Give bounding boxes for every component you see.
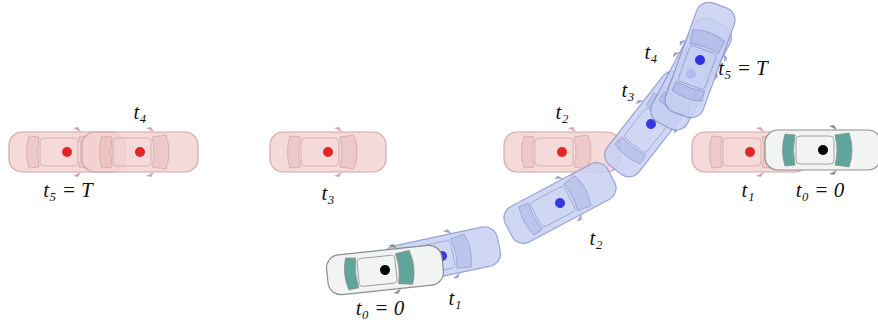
- car-rear-window: [100, 136, 113, 168]
- position-dot: [135, 147, 145, 157]
- car-rear-window: [288, 136, 301, 168]
- car-rear-window: [783, 134, 796, 166]
- car-mirror: [756, 127, 764, 177]
- time-label: t₅ = T: [718, 58, 768, 79]
- car-windshield: [574, 135, 591, 169]
- car-body: [9, 132, 125, 172]
- car-figure: [325, 239, 446, 301]
- time-label: t₃: [321, 183, 334, 204]
- car-rear-window: [522, 136, 535, 168]
- car-mirror: [73, 127, 81, 177]
- car-roof: [301, 138, 339, 166]
- time-label: t₁: [741, 180, 754, 201]
- car-roof: [357, 255, 398, 287]
- car-rear-window: [343, 257, 359, 290]
- car-figure: [270, 127, 386, 177]
- time-label: t₂: [589, 228, 602, 249]
- car-body: [765, 130, 878, 170]
- car-windshield: [152, 135, 169, 169]
- car-rear-window: [27, 136, 40, 168]
- time-label: t₀ = 0: [796, 180, 844, 201]
- position-dot: [557, 147, 567, 157]
- time-label: t₀ = 0: [356, 298, 404, 319]
- car-body: [499, 158, 620, 248]
- car-roof: [723, 138, 761, 166]
- time-label: t₁: [448, 288, 461, 309]
- car-roof: [113, 138, 151, 166]
- car-rear-window: [517, 202, 543, 236]
- position-dot: [745, 147, 755, 157]
- car-roof: [40, 138, 78, 166]
- time-label: t₂: [555, 102, 568, 123]
- position-dot: [380, 265, 391, 276]
- position-dot: [694, 54, 707, 67]
- car-body: [325, 244, 445, 296]
- car-windshield: [395, 250, 415, 286]
- car-body: [270, 132, 386, 172]
- car-windshield: [688, 27, 726, 55]
- time-label: t₅ = T: [43, 180, 93, 201]
- car-mirror: [568, 127, 576, 177]
- car-mirror: [829, 125, 837, 175]
- car-figure: [82, 127, 198, 177]
- time-label: t₄: [644, 42, 657, 63]
- car-rear-window: [710, 136, 723, 168]
- car-roof: [678, 45, 717, 90]
- position-dot: [553, 196, 567, 210]
- car-roof: [530, 185, 577, 228]
- car-mirror: [334, 127, 342, 177]
- position-dot: [62, 147, 72, 157]
- car-roof: [796, 136, 834, 164]
- car-figure: [765, 125, 878, 175]
- car-roof: [535, 138, 573, 166]
- position-dot: [323, 147, 333, 157]
- car-mirror: [388, 244, 401, 295]
- car-windshield: [450, 233, 474, 270]
- car-windshield: [340, 135, 357, 169]
- car-windshield: [835, 133, 852, 167]
- car-mirror: [146, 127, 154, 177]
- position-dot: [818, 145, 828, 155]
- car-body: [82, 132, 198, 172]
- car-figure: [497, 154, 623, 253]
- time-label: t₃: [621, 80, 634, 101]
- car-mirror: [554, 174, 585, 222]
- time-label: t₄: [133, 102, 146, 123]
